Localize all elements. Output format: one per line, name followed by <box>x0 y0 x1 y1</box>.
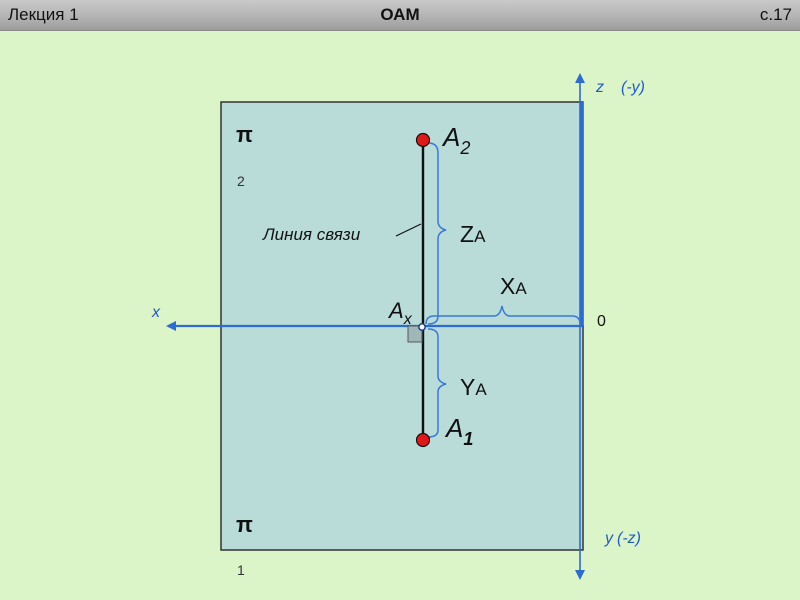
header-bar: Лекция 1 ОАМ с.17 <box>0 0 800 31</box>
brace-y <box>427 328 447 438</box>
right-angle-mark <box>407 325 423 343</box>
page-number: с.17 <box>759 5 792 24</box>
axis-z-note: (-y) <box>621 79 645 96</box>
slide-title: ОАМ <box>380 5 420 24</box>
label-a1: A1 <box>444 413 473 449</box>
lecture-label: Лекция 1 <box>8 5 79 24</box>
plane-lower-subscript: 1 <box>237 562 245 578</box>
brace-z <box>427 142 447 325</box>
axis-y-note: (-z) <box>617 530 641 547</box>
point-a1 <box>415 432 431 448</box>
axis-x-label: x <box>151 304 161 321</box>
axis-z-label: z <box>595 79 604 96</box>
link-line-label: Линия связи <box>262 225 361 244</box>
point-a2 <box>415 132 431 148</box>
plane-lower-symbol: π <box>236 512 253 537</box>
plane-upper-symbol: π <box>236 122 253 147</box>
origin-label: 0 <box>597 313 606 330</box>
plane-upper-rect <box>220 101 584 327</box>
dim-y-label: YA <box>460 374 487 400</box>
brace-x <box>425 305 581 325</box>
link-label-leader <box>395 223 422 237</box>
plane-lower-rect <box>220 325 584 551</box>
plane-upper-subscript: 2 <box>237 173 245 189</box>
point-ax <box>418 323 426 331</box>
axis-y-label: y <box>604 530 614 547</box>
dim-x-label: XA <box>500 273 527 299</box>
label-ax: Ax <box>387 298 413 328</box>
label-a2: A2 <box>441 122 470 158</box>
dim-z-label: ZA <box>460 221 486 247</box>
